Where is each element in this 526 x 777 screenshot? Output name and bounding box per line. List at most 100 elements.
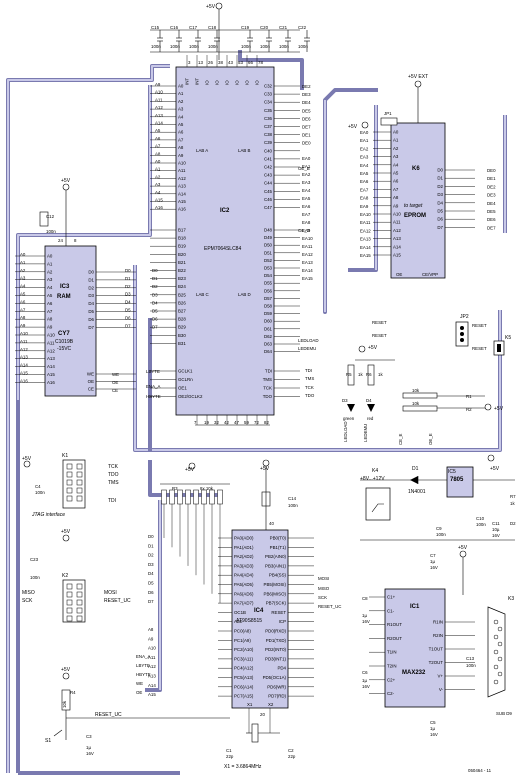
net-ic4-ctrl: ENA_A: [136, 654, 150, 659]
led-d3-icon: [347, 404, 355, 412]
net-ea-ic2: EA14: [302, 268, 313, 273]
r3-resistor: [161, 489, 167, 505]
c12-label: C12: [46, 214, 55, 219]
ic2-pin-d-label: D58: [264, 304, 273, 309]
k6-net-de: DE6: [487, 217, 496, 222]
ic4-pin-r-label: PB6(MISO): [264, 591, 287, 596]
ic2-pin-a-label: A0: [178, 84, 184, 89]
k6-pin-d-label: D3: [437, 192, 443, 197]
net-ic4-ctrl: OE: [136, 690, 142, 695]
ic1-pin-l-label: C1-: [387, 608, 395, 613]
r-power-label: +5V: [494, 406, 504, 412]
k3-sub-d9[interactable]: K3 SUB D9: [487, 596, 514, 716]
ic2-lab-a: LAB A: [196, 148, 208, 153]
net-a-left: A5: [20, 292, 26, 297]
k6-pin-a-label: A7: [393, 187, 399, 192]
c8-voltage: 16V: [362, 619, 370, 624]
ic2-top-pin: INT: [195, 78, 200, 85]
ic3-pin-a-label: A12: [47, 348, 55, 353]
net-ic4-a: A13: [148, 674, 156, 679]
k3-pin: [497, 656, 503, 662]
ic2-lab-c: LAB C: [196, 292, 209, 297]
ic2-pin-ctrl-label: OE1: [178, 386, 187, 391]
k6-pin-d-label: D0: [437, 168, 443, 173]
c1-label: C1: [226, 748, 232, 753]
ic2-pin-b-label: B20: [178, 252, 186, 257]
r3-resistor: [201, 489, 207, 505]
ic2-pin-a-label: A3: [178, 107, 184, 112]
ic2-pin-d-label: D57: [264, 296, 273, 301]
r3-power-label: +5V: [185, 467, 195, 473]
ic2-pin-jtag-label: TDO: [263, 394, 273, 399]
header-pin: [66, 583, 73, 590]
ic4-pin-r-label: PB3(AIN1): [265, 563, 287, 568]
net-a-ic2: A6: [155, 136, 161, 141]
net-d-ic2: D1: [152, 276, 158, 281]
net-a-left: A7: [20, 307, 26, 312]
header-pin: [66, 607, 73, 614]
net-ea-ic2: EA1: [302, 164, 311, 169]
net-ic4-ctrl: HBYTE: [136, 672, 151, 677]
net-ce-e: CE_E: [398, 433, 403, 445]
ic3-pin-a-label: A3: [47, 277, 53, 282]
ic4-pin-r-label: PB7(SCK): [266, 601, 287, 606]
k3-pin: [493, 649, 499, 655]
ic3-pin-ctrl-label: CE: [88, 387, 94, 392]
ic4-pin-l-label: OC1B: [234, 610, 246, 615]
cap-top-value: 100n: [298, 44, 308, 49]
k6-net-de: DE5: [487, 209, 496, 214]
jp2-reset-bottom: RESET: [472, 346, 487, 351]
s1-reset[interactable]: +5V R4 10k RESET_UC S1 C3 1µ 16V: [45, 667, 230, 756]
ic2-pin-c-label: C33: [264, 92, 273, 97]
r3-resistor: [193, 489, 199, 505]
k6-pin-a-label: A1: [393, 138, 399, 143]
ic4-pin-r-label: ICP: [279, 619, 286, 624]
ic2-pin-d-label: D48: [264, 228, 273, 233]
ic3-pin-d-label: D2: [88, 285, 94, 290]
jp1-jumper[interactable]: [380, 117, 398, 126]
ic3-part1: CY7: [58, 331, 70, 337]
net-de-ic2: DE0: [302, 141, 311, 146]
ic2-top-pin: IO: [245, 80, 250, 85]
k6-body: [390, 122, 446, 279]
k4-power-input[interactable]: K4 +8V...+12V: [360, 468, 391, 521]
k6-pin-a-label: A5: [393, 171, 399, 176]
net-a-ic2: A0: [155, 159, 161, 164]
net-a-left: A16: [20, 378, 28, 383]
net-d-ic2: D7: [152, 325, 158, 330]
header-pin: [66, 463, 73, 470]
net-hbyte: HBYTE: [146, 394, 161, 399]
ic2-pin-c-label: C39: [264, 140, 273, 145]
ic5-out-label: +5V: [490, 466, 500, 472]
ic3-pin-d-label: D4: [88, 301, 94, 306]
ic2-lab-b: LAB B: [238, 148, 251, 153]
ic2-pin-jtag-label: TCK: [263, 386, 272, 391]
k6-net-ea: EA1: [360, 138, 369, 143]
ic3-body: [44, 245, 97, 397]
net-a-ic2: A12: [155, 105, 163, 110]
net-a-ic2: A13: [155, 113, 163, 118]
header-pin: [76, 471, 83, 478]
net-ic4-d: D4: [148, 571, 154, 576]
k3-pin: [493, 619, 499, 625]
jp2[interactable]: JP2 RESET RESET: [455, 314, 487, 351]
k6-net-de: DE1: [487, 176, 496, 181]
k1-jtag[interactable]: K1 JTAG interface +5V C4 100n TCK TDO TM…: [22, 453, 119, 518]
ic4-pin-r-label: PB4(SS): [269, 573, 287, 578]
net-oe-b: OE_B: [298, 166, 310, 171]
decoupling-caps-top: C15100nC16100nC17100nC18100nC19100nC2010…: [151, 25, 310, 52]
net-ic4-d: D0: [148, 534, 154, 539]
net-ic4-d: D5: [148, 581, 154, 586]
ic1-pin-r-label: R1IN: [433, 620, 443, 625]
leds-power-label: +5V: [368, 345, 378, 351]
ic3-pin-a-label: A15: [47, 372, 55, 377]
net-a-ic2: A8: [155, 151, 161, 156]
net-ic4-ctrl: LBYTE: [136, 663, 150, 668]
k2-isp[interactable]: K2 +5V C23 100n MISO SCK MOSI RESET_UC: [22, 529, 131, 623]
k6-title2: EPROM: [404, 213, 426, 219]
net-ledload: LEDLOAD: [298, 338, 319, 343]
ic3-pin-a-label: A0: [47, 254, 53, 259]
net-a-left: A3: [20, 276, 26, 281]
k5[interactable]: K5: [493, 335, 511, 356]
c9-value: 100n: [436, 532, 446, 537]
